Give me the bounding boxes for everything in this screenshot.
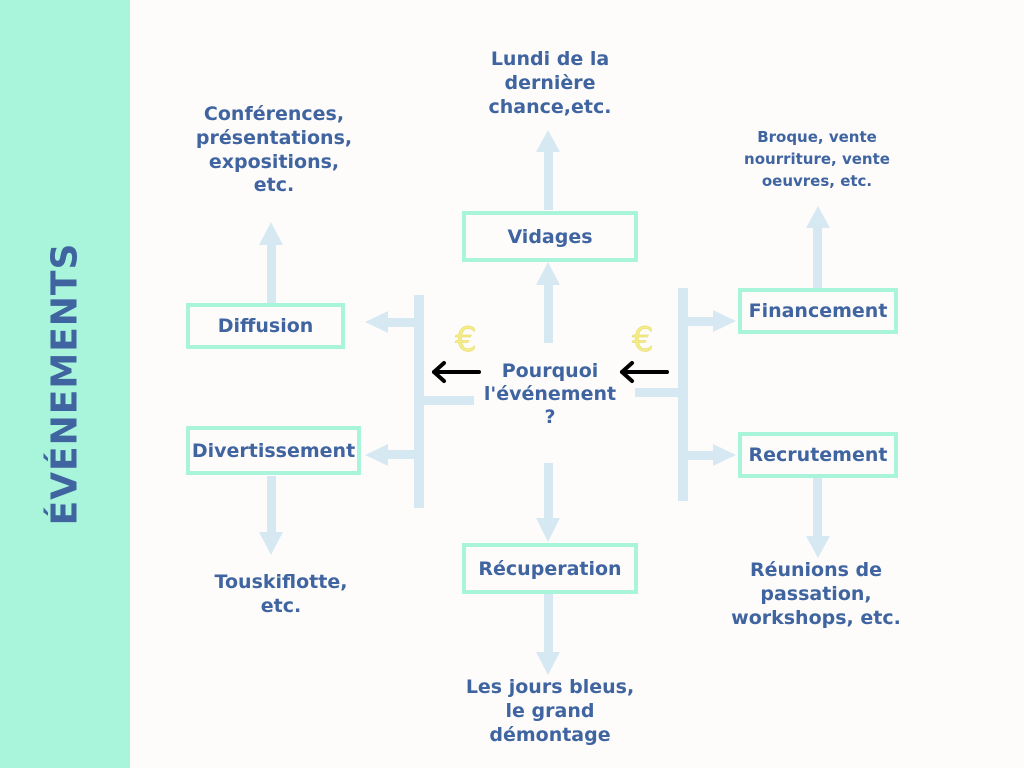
center-line: Pourquoi (501, 360, 599, 382)
example-line: chance,etc. (488, 95, 612, 118)
arrow-financement-to-example (813, 226, 822, 288)
arrow-to-financement (686, 317, 714, 326)
euro-right-icon: € (632, 320, 654, 361)
center-line: l'événement (483, 382, 617, 405)
example-line: le grand (505, 699, 595, 722)
arrowhead-up-financement-example (806, 206, 830, 228)
left-branch-bar (414, 295, 424, 508)
pointer-arrow-right-icon (620, 361, 669, 383)
example-line: passation, (760, 582, 872, 605)
center-line: ? (544, 405, 556, 428)
example-recrutement: Réunions de passation, workshops, etc. (716, 559, 916, 630)
example-line: workshops, etc. (731, 606, 901, 629)
example-diffusion: Conférences, présentations, expositions,… (184, 103, 364, 198)
center-question: Pourquoi l'événement ? (470, 360, 630, 428)
example-line: etc. (253, 174, 295, 197)
left-branch-stem (424, 396, 474, 405)
example-line: présentations, (195, 126, 353, 149)
arrow-to-recrutement (686, 451, 714, 460)
example-vidages: Lundi de la dernière chance,etc. (460, 48, 640, 119)
arrowhead-down-divertissement-example (259, 532, 283, 555)
arrowhead-right-recrutement (713, 444, 736, 466)
arrow-center-to-vidages (544, 285, 553, 343)
arrowhead-down-recuperation (536, 518, 560, 542)
example-line: démontage (489, 723, 611, 746)
arrow-center-to-recuperation (544, 463, 553, 518)
arrowhead-right-financement (713, 310, 736, 332)
example-line: Conférences, (203, 103, 345, 125)
example-line: etc. (260, 594, 302, 617)
arrow-diffusion-to-example (267, 245, 276, 303)
arrow-recuperation-to-example (544, 594, 553, 654)
right-branch-stem (635, 388, 680, 397)
arrow-recrutement-to-example (813, 478, 822, 536)
arrow-to-diffusion (386, 318, 416, 327)
right-branch-bar (678, 288, 688, 501)
example-financement: Broque, vente nourriture, vente oeuvres,… (722, 127, 912, 192)
example-line: Touskiflotte, (214, 571, 348, 593)
arrowhead-down-recuperation-example (536, 652, 560, 675)
arrowhead-left-divertissement (365, 444, 388, 466)
arrowhead-up-diffusion-example (259, 222, 283, 245)
category-recuperation[interactable]: Récuperation (462, 543, 638, 594)
arrowhead-up-vidages-example (536, 130, 560, 152)
example-line: expositions, (208, 150, 340, 173)
example-line: nourriture, vente (744, 149, 890, 168)
arrowhead-down-recrutement-example (806, 536, 830, 558)
example-line: Lundi de la (490, 48, 610, 70)
example-line: dernière (504, 71, 596, 94)
example-line: Broque, vente (757, 128, 877, 146)
arrowhead-up-vidages (536, 262, 560, 285)
example-line: Réunions de (749, 559, 883, 581)
example-recuperation: Les jours bleus, le grand démontage (450, 676, 650, 747)
example-line: Les jours bleus, (465, 676, 635, 698)
euro-left-icon: € (455, 320, 477, 361)
category-recrutement[interactable]: Recrutement (738, 432, 898, 478)
category-divertissement[interactable]: Divertissement (186, 426, 361, 475)
arrow-divertissement-to-example (267, 476, 276, 534)
example-divertissement: Touskiflotte, etc. (196, 571, 366, 619)
sidebar: ÉVÉNEMENTS (0, 0, 130, 768)
arrow-vidages-to-example (544, 152, 553, 210)
category-vidages[interactable]: Vidages (462, 211, 638, 262)
pointer-arrow-left-icon (432, 361, 481, 383)
category-financement[interactable]: Financement (738, 288, 898, 334)
example-line: oeuvres, etc. (761, 171, 873, 190)
category-diffusion[interactable]: Diffusion (186, 303, 345, 349)
arrowhead-left-diffusion (365, 311, 388, 333)
arrow-to-divertissement (386, 450, 416, 459)
